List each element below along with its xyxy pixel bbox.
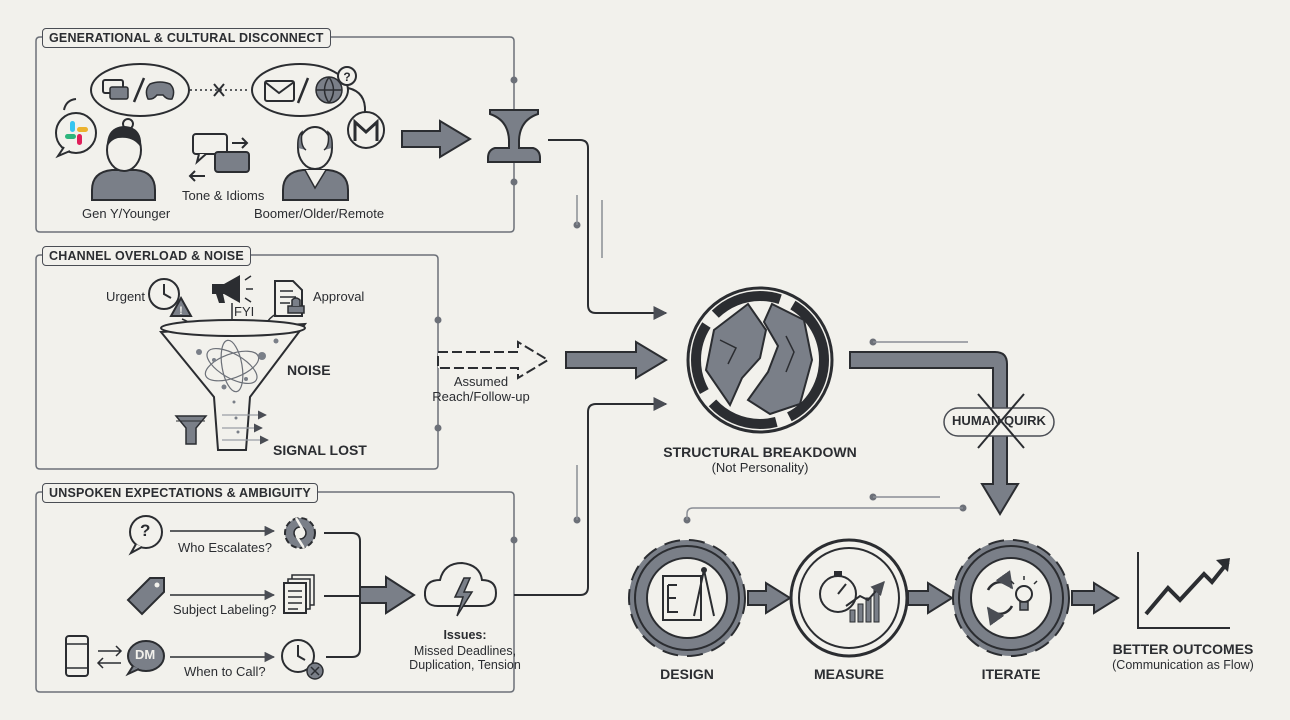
assumed-dashed-arrow — [437, 340, 550, 380]
design-gear-icon — [628, 539, 746, 657]
measure-gear-icon — [789, 538, 909, 658]
younger-label: Gen Y/Younger — [82, 206, 171, 221]
phone-icon — [65, 635, 89, 677]
approval-label: Approval — [313, 289, 365, 304]
fyi-label: FYI — [234, 304, 255, 319]
approval-document-icon — [274, 280, 305, 317]
megaphone-icon — [212, 275, 253, 303]
broken-gear-icon — [284, 517, 316, 549]
chat-game-thought-bubble — [90, 63, 190, 139]
documents-icon — [283, 574, 315, 614]
iterate-to-outcome-arrow — [1071, 581, 1120, 615]
signal-outflow-arrows — [222, 410, 269, 445]
issues-title: Issues: — [443, 628, 487, 642]
design-label: DESIGN — [660, 666, 714, 682]
section-channel-title: CHANNEL OVERLOAD & NOISE — [42, 246, 251, 267]
merge-lines — [324, 532, 361, 658]
human-quirk-cross-icon — [977, 393, 1025, 449]
breakdown-title: STRUCTURAL BREAKDOWN — [663, 444, 857, 460]
dm-label: DM — [135, 647, 156, 662]
assumed-label: Assumed Reach/Follow-up — [432, 374, 530, 404]
section-expectations-title: UNSPOKEN EXPECTATIONS & AMBIGUITY — [42, 483, 318, 504]
signal-lost-label: SIGNAL LOST — [273, 442, 367, 458]
arrow-generational-out — [401, 119, 472, 159]
issues-to-breakdown-line — [514, 397, 668, 596]
svg-text:?: ? — [343, 70, 350, 84]
structural-breakdown-icon — [686, 286, 834, 434]
issues-detail: Missed Deadlines, Duplication, Tension — [409, 644, 521, 673]
thin-guide-lines — [576, 195, 968, 520]
expectations-merge-arrow — [359, 575, 416, 615]
iterate-label: ITERATE — [981, 666, 1041, 682]
storm-cloud-icon — [423, 561, 498, 617]
outcome-subtitle: (Communication as Flow) — [1112, 658, 1254, 672]
svg-text:!: ! — [179, 305, 183, 317]
mail-globe-thought-bubble: ? — [251, 63, 367, 117]
question-bubble-icon — [128, 515, 163, 556]
tone-idioms-chat-icon — [188, 133, 250, 182]
question-mark-text: ? — [140, 521, 151, 540]
older-label: Boomer/Older/Remote — [254, 206, 385, 221]
younger-person-icon — [91, 126, 156, 201]
filter-funnel-icon — [487, 109, 541, 163]
who-escalates-label: Who Escalates? — [178, 540, 272, 555]
section-generational-frame — [35, 36, 515, 233]
dm-bubble-icon — [125, 640, 165, 677]
tone-idioms-label: Tone & Idioms — [182, 188, 265, 203]
swap-arrows-icon — [96, 645, 123, 669]
subject-labeling-label: Subject Labeling? — [173, 602, 277, 617]
slack-icon — [55, 98, 97, 159]
noise-label: NOISE — [287, 362, 331, 378]
channel-to-breakdown-arrow — [565, 340, 668, 380]
funnel-to-breakdown-line — [548, 139, 668, 320]
section-channel-frame — [35, 254, 439, 470]
outcome-title: BETTER OUTCOMES — [1112, 641, 1254, 657]
when-to-call-label: When to Call? — [184, 664, 266, 679]
small-filter-icon — [174, 415, 208, 445]
measure-label: MEASURE — [813, 666, 884, 682]
tag-icon — [126, 577, 165, 616]
noise-funnel — [158, 319, 308, 451]
measure-to-iterate-arrow — [907, 581, 954, 615]
section-expectations-frame — [35, 491, 515, 693]
breakdown-to-cycle-arrow — [849, 351, 1020, 516]
growth-chart-icon — [1137, 552, 1230, 629]
design-to-measure-arrow — [747, 581, 792, 615]
gmail-icon — [347, 111, 385, 149]
older-person-icon — [282, 126, 349, 201]
human-quirk-label: HUMAN QUIRK — [952, 413, 1046, 428]
section-generational-title: GENERATIONAL & CULTURAL DISCONNECT — [42, 28, 331, 49]
breakdown-subtitle: (Not Personality) — [711, 460, 809, 475]
question-arrows — [170, 525, 276, 663]
iterate-gear-icon — [952, 539, 1070, 657]
clock-cancel-icon — [281, 639, 324, 680]
clock-warning-icon: ! — [148, 278, 193, 317]
urgent-label: Urgent — [106, 289, 146, 304]
